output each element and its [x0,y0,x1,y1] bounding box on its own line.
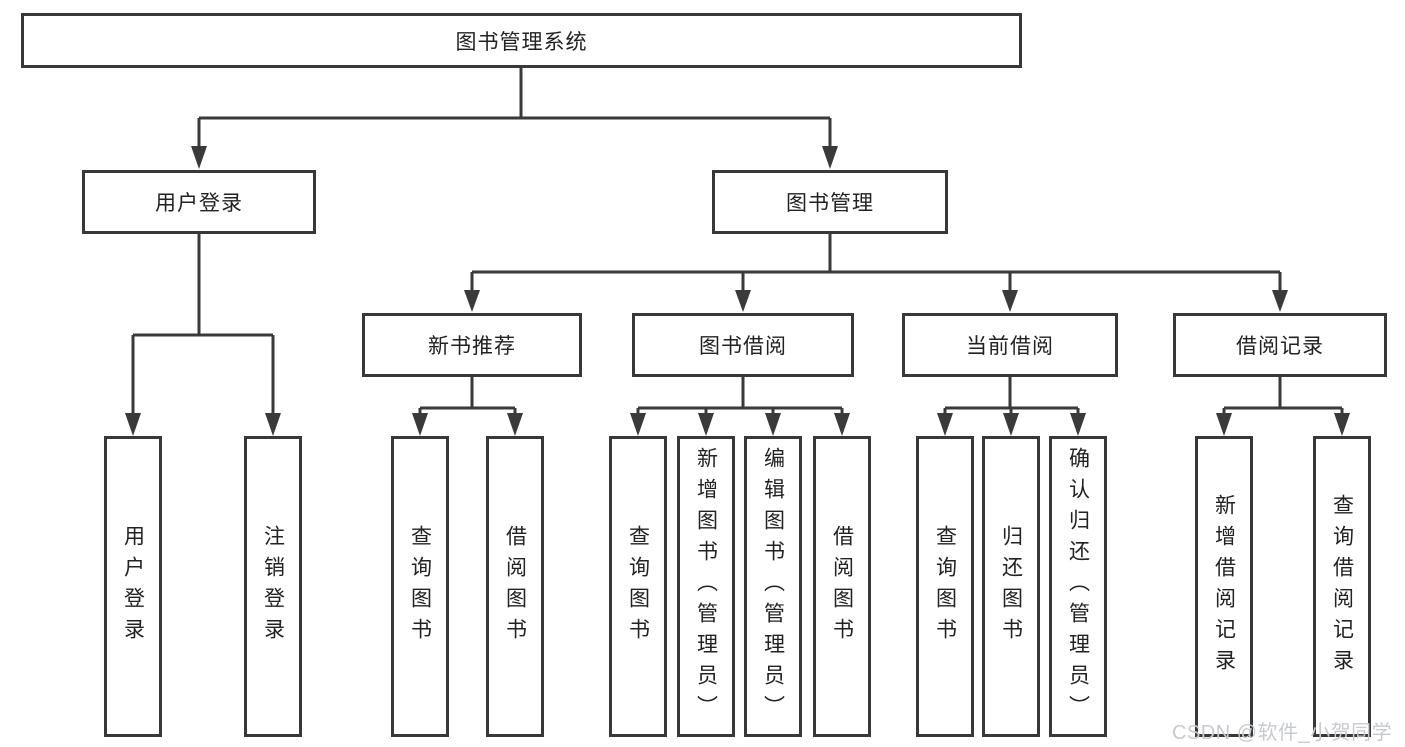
node-book-management: 图书管理 [712,170,948,234]
leaf-query-borrow-record-label: 查询借阅记录 [1330,493,1354,680]
leaf-logout-label: 注销登录 [261,524,285,649]
node-current-borrowing-label: 当前借阅 [966,335,1054,358]
leaf-add-books-admin: 新增图书（管理员） [677,436,735,737]
node-library-system: 图书管理系统 [21,13,1022,68]
arrowhead-icons [125,146,1350,436]
node-borrowing-records-label: 借阅记录 [1236,335,1324,358]
node-library-system-label: 图书管理系统 [455,30,588,54]
leaf-query-books-recommend-label: 查询图书 [408,524,432,649]
leaf-borrow-books-recommend: 借阅图书 [486,436,544,737]
leaf-return-books: 归还图书 [982,436,1040,737]
leaf-edit-books-admin-label: 编辑图书（管理员） [761,447,785,726]
node-user-login: 用户登录 [82,170,316,234]
node-new-book-recommendation: 新书推荐 [362,313,582,377]
node-book-borrowing-label: 图书借阅 [699,335,787,358]
tree-connector-paths [131,68,1344,416]
leaf-logout: 注销登录 [244,436,302,737]
leaf-borrow-books-borrowing: 借阅图书 [813,436,871,737]
node-borrowing-records: 借阅记录 [1173,313,1387,377]
leaf-borrow-books-recommend-label: 借阅图书 [503,524,527,649]
leaf-confirm-return-admin: 确认归还（管理员） [1049,436,1107,737]
leaf-query-books-borrowing: 查询图书 [609,436,667,737]
leaf-query-borrow-record: 查询借阅记录 [1313,436,1371,737]
leaf-confirm-return-admin-label: 确认归还（管理员） [1066,447,1090,726]
leaf-query-books-recommend: 查询图书 [391,436,449,737]
node-book-borrowing: 图书借阅 [632,313,854,377]
leaf-edit-books-admin: 编辑图书（管理员） [744,436,802,737]
node-book-management-label: 图书管理 [786,192,874,215]
leaf-query-books-current-label: 查询图书 [933,524,957,649]
node-new-book-recommendation-label: 新书推荐 [428,335,516,358]
leaf-query-books-borrowing-label: 查询图书 [626,524,650,649]
leaf-query-books-current: 查询图书 [916,436,974,737]
leaf-add-borrow-record: 新增借阅记录 [1195,436,1253,737]
node-user-login-label: 用户登录 [155,192,243,215]
leaf-add-books-admin-label: 新增图书（管理员） [694,447,718,726]
watermark-text: CSDN @软件_小贺同学 [1172,722,1393,744]
leaf-user-login: 用户登录 [104,436,162,737]
leaf-borrow-books-borrowing-label: 借阅图书 [830,524,854,649]
node-current-borrowing: 当前借阅 [902,313,1118,377]
leaf-return-books-label: 归还图书 [999,524,1023,649]
leaf-user-login-label: 用户登录 [121,524,145,649]
leaf-add-borrow-record-label: 新增借阅记录 [1212,493,1236,680]
